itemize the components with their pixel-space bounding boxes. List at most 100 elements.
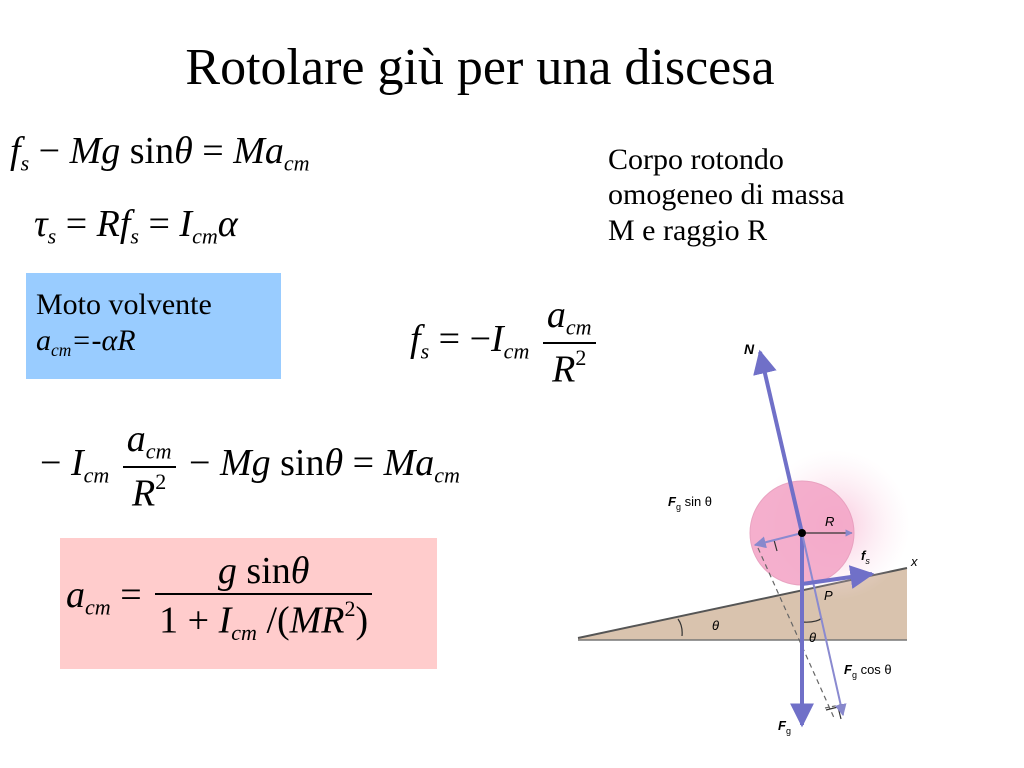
eq4-mg: Mg: [219, 441, 271, 484]
label-fg-sin-g: g: [676, 502, 681, 512]
eq1-equals: =: [192, 130, 234, 172]
eq4-fraction: acm R2: [122, 418, 176, 515]
eq5-num-theta: θ: [290, 550, 310, 592]
rolling-condition-formula: acm=-αR: [36, 323, 271, 361]
eq4-cm-2: cm: [434, 462, 460, 488]
eq3-den-exp: 2: [575, 344, 587, 370]
eq3-cm: cm: [503, 338, 530, 364]
gravity-sin-vector: [753, 532, 803, 549]
description-line-2: omogeneo di massa: [608, 178, 845, 212]
body-description: Corpo rotondo omogeneo di massa M e ragg…: [608, 142, 845, 248]
equation-friction: fs = −Icm acm R2: [410, 296, 600, 388]
eq4-ma: Ma: [383, 441, 435, 484]
eq4-i: I: [70, 441, 84, 484]
label-fg-cos: Fg cos θ: [844, 662, 892, 680]
result-box: [60, 538, 437, 669]
eq2-s: s: [47, 223, 57, 249]
eq5-den-i: I: [218, 599, 232, 642]
label-theta-center: θ: [809, 630, 816, 645]
label-fg-sin-rest: sin θ: [681, 494, 712, 509]
eq1-theta: θ: [174, 130, 193, 172]
eq1-cm: cm: [283, 150, 310, 176]
eq4-theta: θ: [324, 441, 344, 484]
right-angle-mark-2: [825, 706, 842, 720]
eq4-minus: −: [40, 441, 71, 484]
normal-guide: [757, 547, 836, 721]
rolling-cm: cm: [51, 340, 72, 361]
eq4-num-cm: cm: [145, 438, 172, 464]
label-x: x: [910, 554, 918, 569]
eq1-ma: Ma: [233, 130, 284, 172]
description-line-3: M e raggio R: [608, 213, 768, 247]
center-of-mass-dot: [798, 529, 806, 537]
equation-torque: τs = Rfs = Icmα: [34, 205, 238, 248]
eq5-den-exp: 2: [344, 596, 356, 621]
eq5-den-plus: +: [178, 599, 219, 642]
label-fg: Fg: [778, 718, 791, 736]
eq5-den-cm: cm: [231, 620, 257, 646]
eq5-num-g: g: [217, 550, 237, 592]
gravity-cos-vector: [801, 532, 847, 717]
eq5-den-slash: /(: [256, 599, 290, 642]
eq2-cm: cm: [192, 223, 218, 249]
rolling-body-diagram: N Fg sin θ R fs x P θ θ Fg cos θ Fg: [577, 341, 918, 736]
eq4-cm: cm: [83, 462, 110, 488]
equation-combined: − Icm acm R2 − Mg sinθ = Macm: [40, 420, 460, 512]
equation-newton-translation: fs − Mg sinθ = Macm: [10, 132, 310, 175]
label-fg-f: F: [778, 718, 787, 733]
label-fg-sin: Fg sin θ: [668, 494, 712, 512]
label-fg-cos-g: g: [852, 670, 857, 680]
eq2-i: I: [179, 203, 193, 245]
label-theta-incline: θ: [712, 618, 719, 633]
eq5-a: a: [66, 573, 85, 616]
eq5-den-mr: MR: [289, 599, 345, 642]
label-fs: fs: [861, 548, 870, 566]
rolling-condition-title: Moto volvente: [36, 288, 212, 321]
eq4-minus-2: −: [179, 441, 220, 484]
eq3-i: I: [491, 317, 504, 360]
label-fg-cos-rest: cos θ: [857, 662, 892, 677]
equation-result: acm = g sinθ 1 + Icm /(MR2): [66, 552, 376, 644]
eq3-den-r: R: [552, 348, 576, 391]
eq2-r: R: [96, 203, 120, 245]
eq3-num-a: a: [546, 294, 566, 336]
eq1-mg: Mg: [69, 130, 121, 172]
eq3-s: s: [420, 338, 430, 364]
eq2-equals-1: =: [56, 203, 97, 245]
eq5-cm: cm: [85, 594, 111, 620]
eq2-s2: s: [130, 223, 139, 249]
theta-arc-incline: [677, 618, 683, 637]
slide-title: Rotolare giù per una discesa: [185, 39, 775, 96]
eq2-f: f: [119, 203, 131, 245]
label-p: P: [824, 588, 833, 603]
eq5-den-close: ): [355, 599, 369, 642]
eq4-sin: sin: [270, 441, 325, 484]
label-fs-s: s: [865, 556, 870, 566]
eq3-f: f: [410, 317, 421, 360]
eq2-alpha: α: [217, 203, 238, 245]
eq5-den-one: 1: [159, 599, 179, 642]
eq3-equals: = −: [429, 317, 492, 360]
label-r: R: [825, 514, 834, 529]
label-fg-cos-f: F: [844, 662, 853, 677]
eq1-f: f: [10, 130, 21, 172]
eq4-num-a: a: [126, 418, 146, 460]
eq5-num-sin: sin: [236, 550, 291, 592]
eq2-tau: τ: [34, 203, 48, 245]
description-line-1: Corpo rotondo: [608, 143, 784, 176]
eq5-fraction: g sinθ 1 + Icm /(MR2): [155, 550, 373, 646]
rolling-rest: =-αR: [71, 324, 136, 357]
eq5-equals: =: [110, 573, 152, 616]
eq4-den-exp: 2: [155, 468, 167, 494]
eq4-den-r: R: [132, 472, 156, 515]
label-fg-sin-f: F: [668, 494, 677, 509]
eq3-num-cm: cm: [565, 314, 592, 340]
eq3-fraction: acm R2: [542, 294, 596, 391]
normal-force-vector: [753, 349, 804, 534]
eq1-sin: sin: [120, 130, 175, 172]
label-fs-f: f: [861, 548, 867, 563]
rolling-condition-box: Moto volvente acm=-αR: [26, 273, 281, 379]
rolling-a: a: [36, 324, 51, 357]
label-fg-g: g: [786, 726, 791, 736]
eq2-equals-2: =: [138, 203, 180, 245]
